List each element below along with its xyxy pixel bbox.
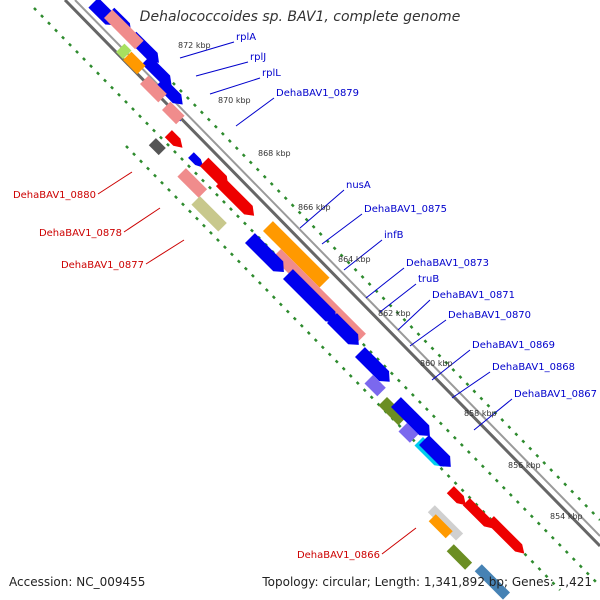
kbp-tick-label: 854 kbp (550, 512, 583, 521)
cds-top-5 (155, 77, 183, 105)
cds-mid-1 (245, 233, 284, 272)
kbp-tick-label: 872 kbp (178, 41, 211, 50)
kbp-tick-label: 860 kbp (420, 359, 453, 368)
olive-mid (378, 397, 407, 426)
kbp-tick-label: 866 kbp (298, 203, 331, 212)
callout-forward (179, 41, 235, 59)
label-reverse: DehaBAV1_0878 (39, 228, 122, 239)
label-forward: DehaBAV1_0870 (448, 310, 531, 321)
red-bottom-3 (486, 516, 525, 554)
orange-top (123, 51, 146, 75)
kbp-tick-label: 864 kbp (338, 255, 371, 264)
kbp-tick-label: 856 kbp (508, 461, 541, 470)
ruler-dotted-lines (33, 3, 600, 591)
gray-bottom (427, 505, 464, 541)
callout-reverse (145, 239, 185, 265)
blue-small-mid (188, 152, 204, 168)
genome-title: Dehalococcoides sp. BAV1, complete genom… (0, 9, 600, 25)
callout-forward (473, 398, 513, 431)
cds-mid-6 (419, 435, 451, 467)
label-forward: DehaBAV1_0869 (472, 340, 555, 351)
red-left-1 (164, 130, 183, 148)
label-forward: nusA (346, 180, 371, 191)
label-reverse: DehaBAV1_0877 (61, 260, 144, 271)
steel-bottom (474, 564, 510, 600)
label-forward: rplL (262, 68, 281, 79)
callout-forward (379, 283, 417, 313)
label-reverse: DehaBAV1_0880 (13, 190, 96, 201)
topology-summary-text: Topology: circular; Length: 1,341,892 bp… (262, 575, 592, 589)
label-forward: truB (418, 274, 439, 285)
callout-forward (397, 299, 431, 331)
accession-text: Accession: NC_009455 (9, 575, 146, 589)
kbp-tick-label: 868 kbp (258, 149, 291, 158)
rna-top-2 (140, 75, 167, 103)
label-forward: rplA (236, 32, 256, 43)
genome-title-text: Dehalococcoides sp. BAV1, complete genom… (139, 9, 461, 25)
callout-forward (365, 267, 405, 299)
callout-forward (235, 97, 275, 127)
label-reverse: DehaBAV1_0866 (297, 550, 380, 561)
orange-mid (263, 221, 330, 288)
label-forward: DehaBAV1_0879 (276, 88, 359, 99)
callout-forward (195, 61, 249, 77)
label-forward: DehaBAV1_0867 (514, 389, 597, 400)
label-forward: DehaBAV1_0871 (432, 290, 515, 301)
purple-lower (398, 423, 419, 443)
callout-reverse (97, 171, 133, 195)
gene-labels: rplA rplJ rplL DehaBAV1_0879 nusA DehaBAV1_08… (13, 32, 597, 561)
backbone-line-2 (74, 0, 600, 537)
cds-mid-5 (391, 397, 430, 436)
red-bottom-2 (462, 498, 494, 529)
red-left-3 (215, 177, 255, 216)
label-forward: DehaBAV1_0875 (364, 204, 447, 215)
callout-reverse (381, 527, 417, 555)
callout-forward (451, 371, 491, 399)
label-forward: rplJ (250, 52, 266, 63)
rna-top-1 (104, 9, 144, 50)
label-callout-lines (97, 41, 513, 555)
kbp-tick-labels: 872 kbp 870 kbp 868 kbp 866 kbp 864 kbp 862 k… (178, 41, 583, 521)
green-small (116, 43, 132, 60)
label-forward: DehaBAV1_0873 (406, 258, 489, 269)
purple-mid (364, 375, 386, 397)
cds-mid-2 (283, 269, 337, 323)
callout-forward (409, 319, 447, 347)
red-left-2 (199, 157, 229, 186)
callout-forward (209, 77, 261, 95)
orange-bottom (428, 514, 453, 539)
callout-forward (299, 189, 345, 229)
cds-mid-4 (355, 347, 390, 382)
callout-reverse (123, 207, 161, 233)
kbp-tick-label: 870 kbp (218, 96, 251, 105)
pink-left (177, 168, 208, 198)
kbp-tick-label: 862 kbp (378, 309, 411, 318)
olive-bottom (446, 544, 473, 570)
red-bottom-1 (446, 486, 466, 506)
callout-forward (343, 239, 383, 271)
rna-top-3 (162, 101, 185, 125)
callout-forward (321, 213, 363, 245)
callout-forward (431, 349, 471, 381)
gene-features (88, 0, 525, 600)
khaki-left (191, 196, 227, 232)
label-forward: DehaBAV1_0868 (492, 362, 575, 373)
cds-mid-3 (327, 313, 359, 345)
ruler-dots-outer-2 (95, 3, 600, 521)
label-forward: infB (384, 230, 404, 241)
kbp-tick-label: 858 kbp (464, 409, 497, 418)
ruler-dots-inner (125, 145, 561, 591)
gray-left (148, 138, 166, 156)
